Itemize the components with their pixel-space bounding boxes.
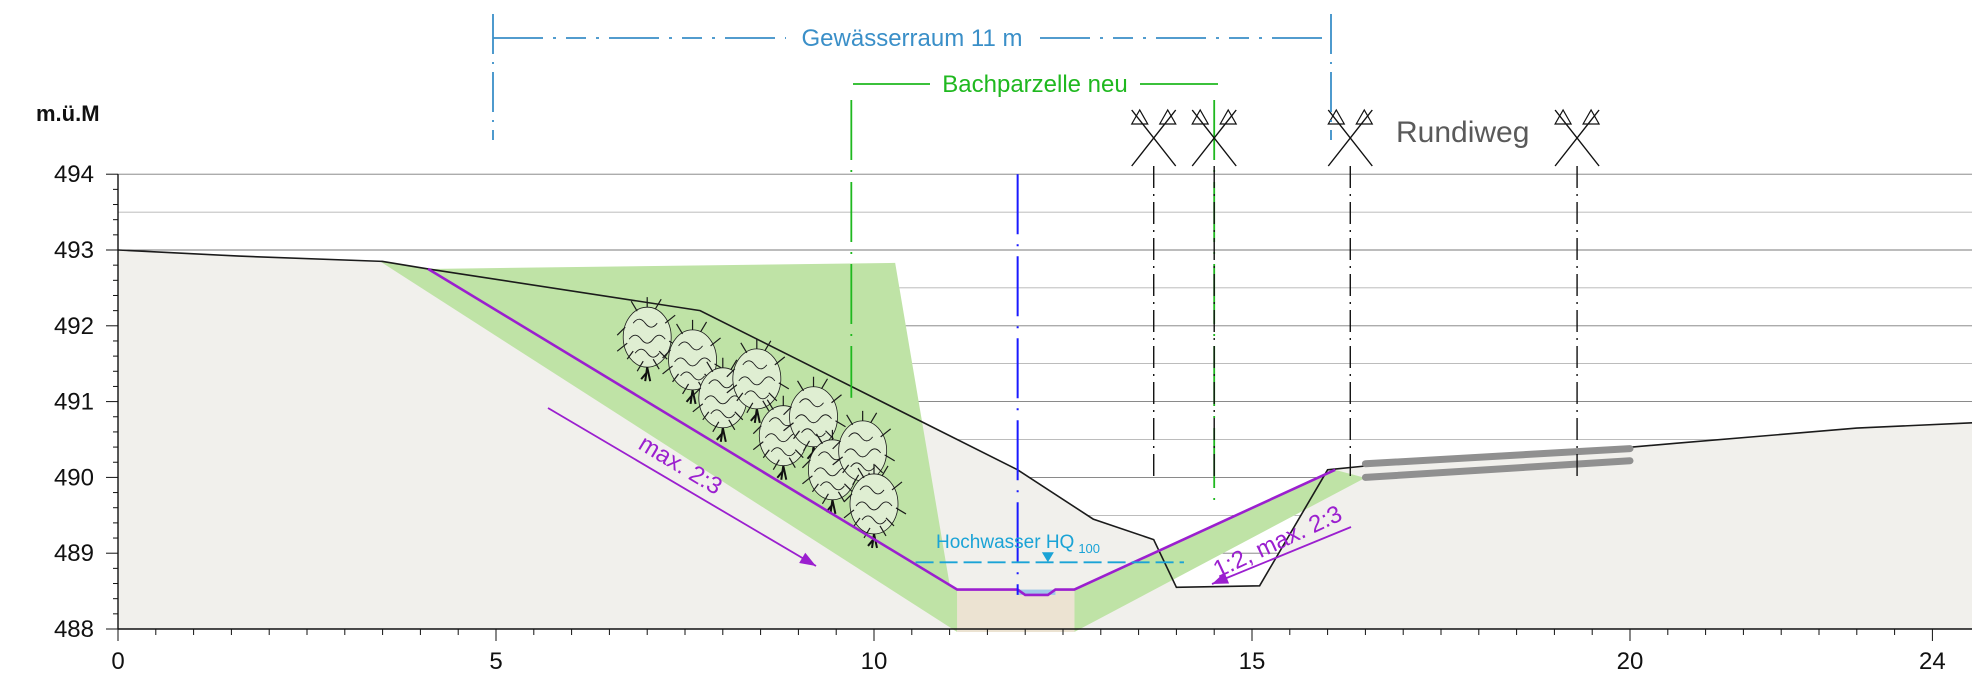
channel-bed (957, 589, 1075, 632)
slope-left-arrow-head (799, 552, 816, 566)
marker-stroke (1191, 109, 1237, 167)
marker-icon (1327, 108, 1374, 480)
slope-right-arrow-head (1212, 572, 1230, 584)
marker-stroke (1554, 109, 1600, 167)
humus-left-band (379, 261, 958, 632)
channel-water (1017, 589, 1056, 595)
marker-flag (1130, 108, 1149, 125)
y-tick-label: 488 (54, 616, 94, 643)
profile-lines (117, 100, 1973, 597)
marker-flag (1355, 108, 1374, 125)
y-tick-label: 490 (54, 464, 94, 491)
x-tick-label: 15 (1239, 648, 1266, 675)
x-tick-label: 0 (111, 648, 124, 675)
marker-flag (1191, 108, 1210, 125)
terrain-existing-line (117, 249, 1973, 589)
x-tick-label: 10 (861, 648, 888, 675)
x-tick-label: 5 (489, 648, 502, 675)
y-tick-label: 494 (54, 161, 94, 188)
marker-flag (1327, 108, 1346, 125)
marker-flag (1554, 108, 1573, 125)
y-tick-label: 489 (54, 540, 94, 567)
bachparzelle-dimension: Bachparzelle neu (853, 71, 1218, 98)
rundiweg-label: Rundiweg (1396, 116, 1529, 149)
marker-icon (1130, 108, 1177, 480)
slope-left-arrow (547, 407, 817, 567)
marker-stroke (1327, 109, 1373, 167)
humus-left (427, 262, 958, 629)
gewaesserraum-label: Gewässerraum 11 m (802, 25, 1023, 52)
x-tick-label: 24 (1919, 648, 1946, 675)
bachparzelle-label: Bachparzelle neu (942, 71, 1127, 98)
humus-layer (379, 261, 1366, 632)
axes: 488 489 490 491 492 493 494 0 5 10 15 20 24 (54, 161, 1972, 675)
marker-flag (1219, 108, 1238, 125)
hochwasser-label: Hochwasser HQ 100 (936, 532, 1100, 556)
hochwasser-subscript: 100 (1078, 541, 1100, 556)
rundiweg-path (1361, 457, 1634, 481)
y-unit-label: m.ü.M (36, 101, 100, 126)
gewaesserraum-dimension: Gewässerraum 11 m (492, 14, 1332, 140)
profile-new-line (427, 267, 1336, 597)
marker-stroke (1131, 109, 1177, 167)
rundiweg-path (1361, 445, 1634, 468)
y-tick-label: 491 (54, 389, 94, 416)
slope-right-arrow (1211, 526, 1352, 585)
hochwasser-text: Hochwasser HQ (936, 532, 1074, 553)
marker-flag (1582, 108, 1601, 125)
marker-icon (1191, 108, 1238, 480)
y-tick-label: 492 (54, 313, 94, 340)
x-tick-label: 20 (1617, 648, 1644, 675)
humus-right-band (1074, 469, 1366, 632)
low-flow-water (1017, 589, 1056, 595)
boundary-markers (1130, 108, 1601, 480)
marker-icon (1554, 108, 1601, 480)
y-tick-label: 493 (54, 237, 94, 264)
water-level-marker (1041, 552, 1054, 563)
marker-flag (1158, 108, 1177, 125)
